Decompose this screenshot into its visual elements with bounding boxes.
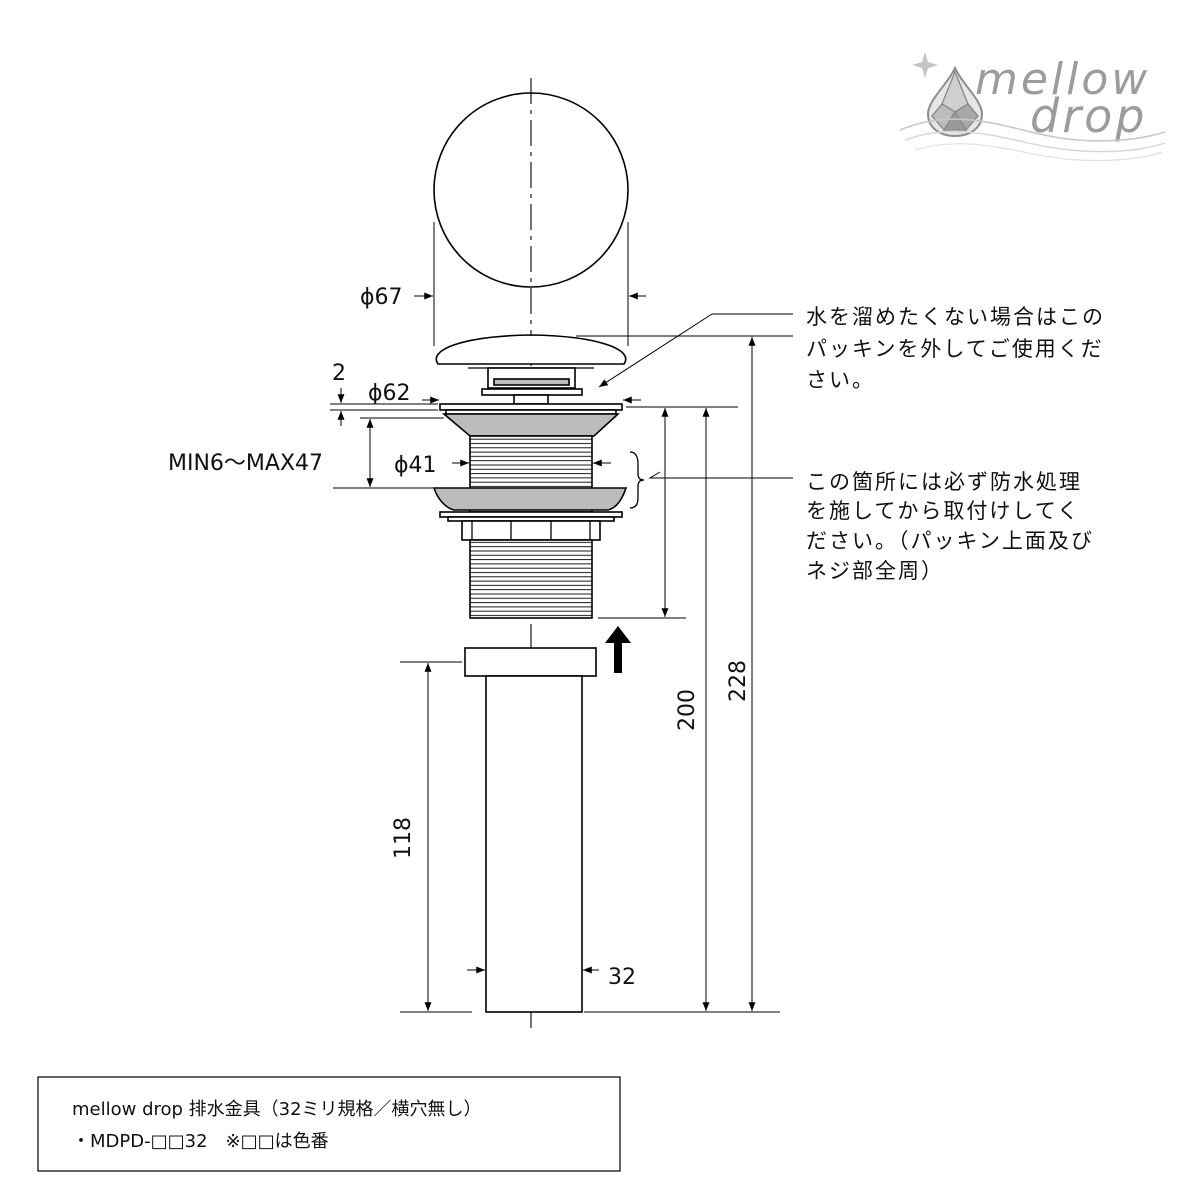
- note-line: さい。: [806, 368, 875, 392]
- gem-drop-icon: [926, 65, 984, 138]
- caption-product-name: mellow drop 排水金具（32ミリ規格／横穴無し）: [72, 1099, 482, 1120]
- logo-wave: [899, 118, 1166, 142]
- note-line: 水を溜めたくない場合はこの: [806, 305, 1105, 329]
- flange-diameter-label: ϕ62: [368, 381, 411, 406]
- pipe-diameter-label: 32: [608, 965, 636, 990]
- lower-thread-lines: [470, 541, 592, 618]
- logo-word-drop: drop: [1030, 89, 1147, 143]
- cap-top-view: [433, 92, 629, 288]
- waterproof-brace: [629, 451, 645, 509]
- assembly-up-arrow-icon: [605, 626, 631, 673]
- flange-thickness-label: 2: [332, 361, 346, 386]
- hex-nut: [461, 520, 601, 541]
- total-length-label: 228: [726, 660, 751, 702]
- caption-box: [37, 1076, 621, 1172]
- sparkle-icon: [912, 52, 938, 78]
- pipe-collar: [464, 647, 597, 677]
- gasket-note: 水を溜めたくない場合はこの パッキンを外してご使用くだ さい。: [806, 305, 1105, 392]
- caption-model-number: ・MDPD-□□32 ※□□は色番: [72, 1131, 329, 1152]
- logo-word-mellow: mellow: [975, 54, 1150, 105]
- pipe-length-label: 118: [391, 817, 416, 859]
- note-line: ださい。（パッキン上面及び: [806, 529, 1094, 553]
- flange-cone: [441, 413, 621, 437]
- note-line: を施してから取付けしてく: [806, 499, 1080, 523]
- brand-logo: mellow drop: [899, 52, 1166, 162]
- stem: [513, 394, 549, 405]
- leader-line: [598, 313, 713, 388]
- cap-diameter-label: ϕ67: [360, 285, 403, 310]
- tail-pipe: [485, 675, 583, 1013]
- length-from-flange-label: 200: [675, 689, 700, 731]
- waterproof-note: この箇所には必ず防水処理 を施してから取付けしてく ださい。（パッキン上面及び …: [806, 470, 1094, 583]
- rubber-washer: [432, 487, 628, 511]
- leader-marker: [648, 471, 661, 479]
- logo-wave: [904, 130, 1166, 153]
- thread-diameter-label: ϕ41: [394, 453, 437, 478]
- note-line: ネジ部全周）: [806, 559, 944, 583]
- counter-range-label: MIN6〜MAX47: [168, 451, 323, 476]
- note-line: この箇所には必ず防水処理: [806, 470, 1082, 494]
- logo-wave: [914, 143, 1163, 162]
- flange-plate: [439, 403, 623, 411]
- stem-washer: [481, 388, 583, 396]
- note-line: パッキンを外してご使用くだ: [806, 337, 1104, 361]
- gasket: [493, 378, 570, 386]
- cap-dome: [435, 334, 627, 365]
